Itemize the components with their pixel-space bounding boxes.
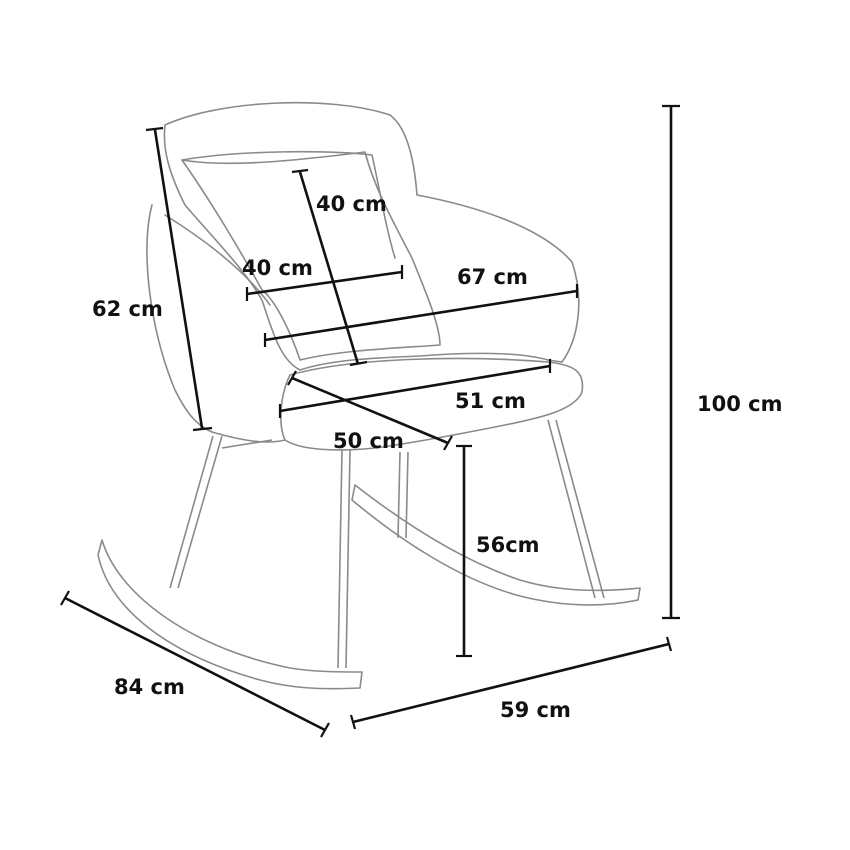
backrest-seam — [181, 150, 396, 259]
seat-depth-label: 50 cm — [333, 429, 404, 453]
cushion-width-label: 40 cm — [242, 256, 313, 280]
left-wing — [146, 204, 213, 433]
width-tick-left — [349, 714, 357, 730]
back-height-label: 62 cm — [92, 297, 163, 321]
seat-underside — [211, 431, 286, 443]
dimension-labels: 62 cm 40 cm 40 cm 67 cm 51 cm 50 cm 56cm… — [92, 192, 782, 722]
cushion-height-line — [298, 171, 360, 365]
rocking-chair-illustration — [97, 101, 641, 690]
front-right-leg — [337, 449, 351, 669]
width-label: 59 cm — [500, 698, 571, 722]
seat-width-line — [279, 364, 551, 413]
seat-depth-line — [291, 376, 449, 445]
leg-crossbar — [221, 439, 273, 449]
dimension-lines — [60, 104, 680, 738]
back-left-leg — [397, 451, 409, 539]
depth-tick-right — [320, 722, 330, 738]
width-line — [352, 642, 670, 724]
arm-width-label: 67 cm — [457, 265, 528, 289]
overall-height-label: 100 cm — [697, 392, 782, 416]
depth-tick-left — [60, 590, 70, 606]
cushion-height-tick-bottom — [349, 360, 368, 367]
back-height-tick-bottom — [192, 426, 213, 432]
seat-height-label: 56cm — [476, 533, 540, 557]
seat-width-label: 51 cm — [455, 389, 526, 413]
back-right-leg — [547, 419, 605, 599]
back-height-tick-top — [145, 126, 164, 132]
left-wing-inner — [164, 214, 271, 306]
front-left-leg — [169, 435, 223, 589]
depth-line — [64, 596, 326, 732]
width-tick-right — [665, 636, 673, 652]
seat-depth-tick-left — [287, 370, 297, 386]
cushion-height-tick-top — [291, 168, 309, 174]
back-height-line — [153, 129, 204, 429]
backrest-shell — [163, 101, 580, 371]
back-rocker — [351, 484, 641, 606]
cushion-width-line — [246, 270, 403, 296]
front-rocker — [97, 539, 363, 690]
arm-width-line — [264, 289, 578, 342]
seat-cushion — [280, 357, 584, 451]
cushion-height-label: 40 cm — [316, 192, 387, 216]
back-cushion — [181, 151, 441, 361]
seat-depth-tick-right — [443, 435, 453, 451]
depth-label: 84 cm — [114, 675, 185, 699]
